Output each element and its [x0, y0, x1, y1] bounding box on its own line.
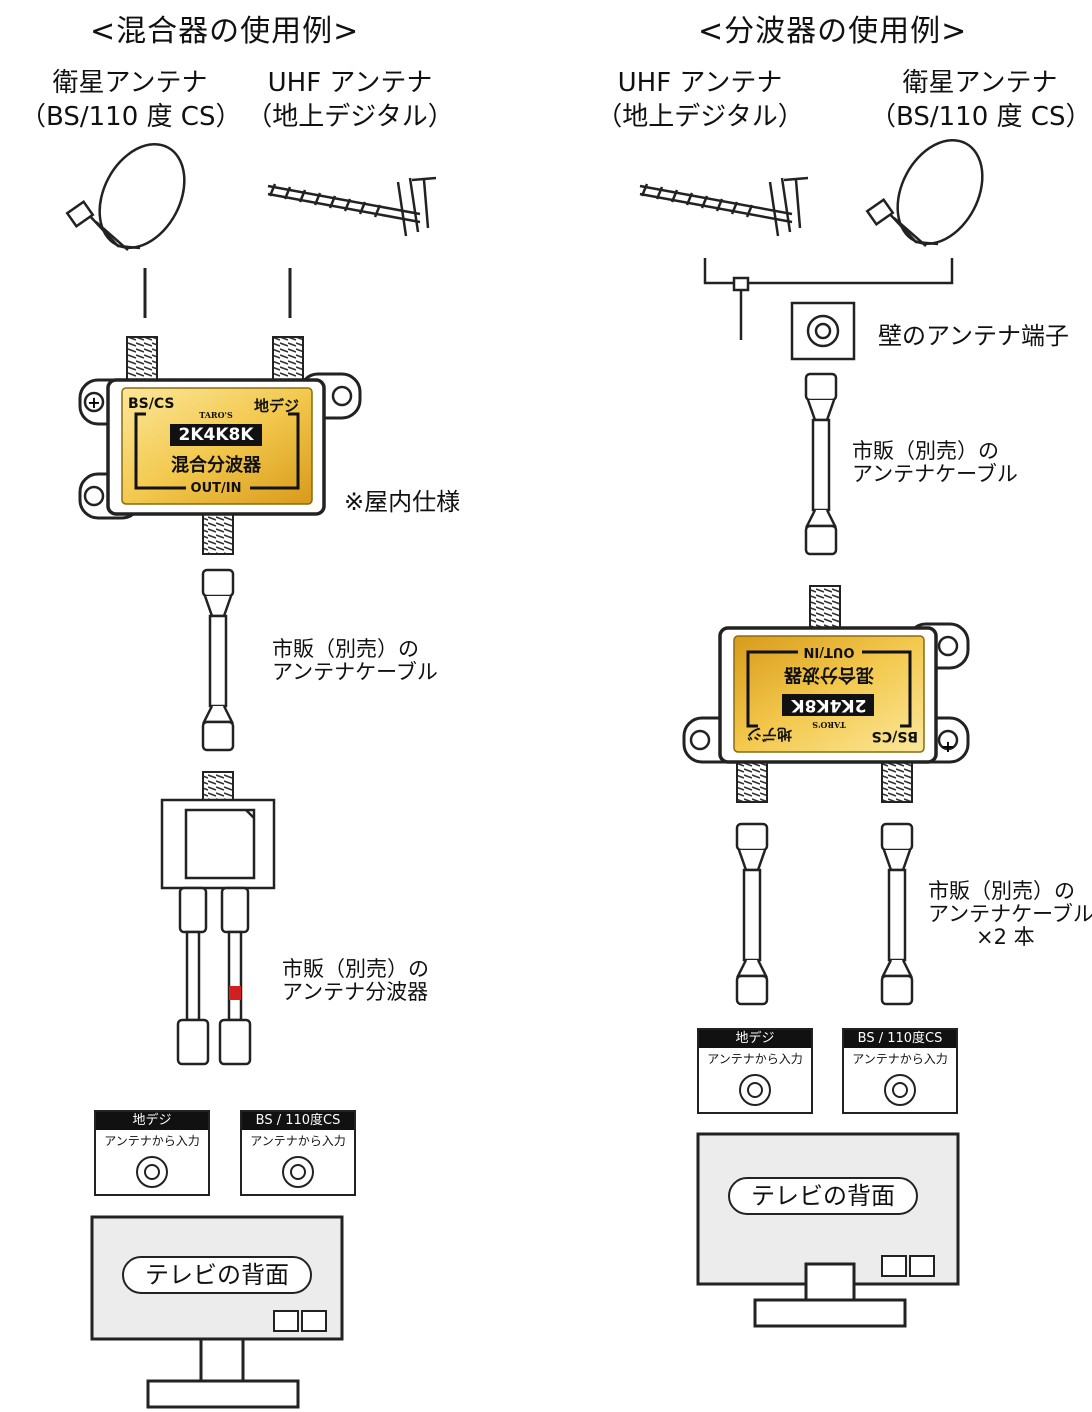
left-port-bscs: BS / 110度CS アンテナから入力 [240, 1110, 356, 1196]
left-antenna-cable-1 [201, 568, 235, 752]
right-splitter-device: + [682, 622, 970, 764]
left-tv-icon [90, 1215, 344, 1409]
left-splitter-red-marker [229, 986, 241, 1000]
left-device-name: 混合分波器 [171, 455, 261, 476]
left-port-chideji: 地デジ アンテナから入力 [94, 1110, 210, 1196]
left-tv-label: テレビの背面 [122, 1256, 312, 1294]
right-uhf-antenna-label: UHF アンテナ （地上デジタル） [596, 68, 804, 132]
left-device-input-thread-uhf [272, 336, 304, 384]
right-title: <分波器の使用例> [698, 14, 968, 49]
right-port-chideji-sub: アンテナから入力 [707, 1052, 803, 1066]
svg-text:+: + [87, 393, 100, 412]
left-uhf-antenna-icon [267, 176, 437, 237]
left-device-brand: TARO'S [199, 410, 233, 420]
left-title: <混合器の使用例> [90, 14, 360, 49]
right-antenna-cable-1 [804, 372, 838, 556]
left-cable-note: 市販（別売）の アンテナケーブル [272, 637, 438, 684]
right-sat-antenna-label: 衛星アンテナ （BS/110 度 CS） [870, 68, 1092, 132]
right-tv-icon [696, 1132, 960, 1328]
wall-antenna-terminal-icon [790, 301, 856, 361]
left-sat-antenna-label: 衛星アンテナ （BS/110 度 CS） [20, 68, 242, 132]
left-device-output-thread [202, 509, 234, 555]
right-satellite-dish-icon [865, 139, 984, 247]
right-device-chideji-label: 地デジ [746, 725, 792, 743]
right-device-brand: TARO'S [812, 720, 846, 730]
right-antenna-cable-3 [880, 822, 914, 1006]
right-port-bscs: BS / 110度CS アンテナから入力 [842, 1028, 958, 1114]
right-port-chideji-jack-icon [739, 1074, 771, 1106]
right-port-bscs-header: BS / 110度CS [844, 1030, 956, 1048]
right-tv-label: テレビの背面 [728, 1177, 918, 1215]
left-indoor-note: ※屋内仕様 [344, 488, 461, 516]
right-cable-note-2: 市販（別売）の アンテナケーブル ×2 本 [928, 879, 1092, 949]
right-port-chideji: 地デジ アンテナから入力 [697, 1028, 813, 1114]
left-splitter-thread [202, 771, 234, 803]
left-device-badge: 2K4K8K [178, 425, 254, 445]
left-mixer-device: + [78, 372, 362, 520]
left-uhf-antenna-label: UHF アンテナ （地上デジタル） [246, 68, 454, 132]
left-port-chideji-header: 地デジ [96, 1112, 208, 1130]
left-port-chideji-jack-icon [136, 1156, 168, 1188]
right-port-chideji-header: 地デジ [699, 1030, 811, 1048]
right-device-outin-label: OUT/IN [803, 644, 855, 659]
left-device-chideji-label: 地デジ [254, 397, 300, 415]
right-port-bscs-jack-icon [884, 1074, 916, 1106]
right-device-bscs-label: BS/CS [871, 728, 918, 744]
left-port-bscs-sub: アンテナから入力 [250, 1134, 346, 1148]
right-device-name: 混合分波器 [784, 664, 874, 685]
left-satellite-dish-icon [65, 143, 186, 251]
left-port-bscs-jack-icon [282, 1156, 314, 1188]
left-device-input-thread-bs [126, 336, 158, 384]
left-device-bscs-label: BS/CS [128, 396, 175, 412]
left-port-bscs-header: BS / 110度CS [242, 1112, 354, 1130]
svg-text:+: + [941, 737, 954, 756]
left-splitter-device [160, 798, 276, 1066]
right-uhf-antenna-icon [639, 176, 809, 237]
right-cable-note: 市販（別売）の アンテナケーブル [852, 439, 1018, 486]
right-device-label-group: BS/CS 地デジ TARO'S 2K4K8K 混合分波器 OUT/IN [734, 636, 924, 752]
wall-terminal-label: 壁のアンテナ端子 [878, 322, 1070, 350]
left-device-outin-label: OUT/IN [190, 481, 242, 496]
right-device-output-thread-bs [881, 757, 913, 803]
right-antenna-wiring [703, 258, 954, 340]
left-splitter-note: 市販（別売）の アンテナ分波器 [282, 957, 429, 1004]
right-port-bscs-sub: アンテナから入力 [852, 1052, 948, 1066]
right-device-badge: 2K4K8K [791, 695, 867, 715]
right-device-input-thread [809, 585, 841, 633]
right-device-output-thread-uhf [736, 757, 768, 803]
left-port-chideji-sub: アンテナから入力 [104, 1134, 200, 1148]
right-antenna-cable-2 [735, 822, 769, 1006]
